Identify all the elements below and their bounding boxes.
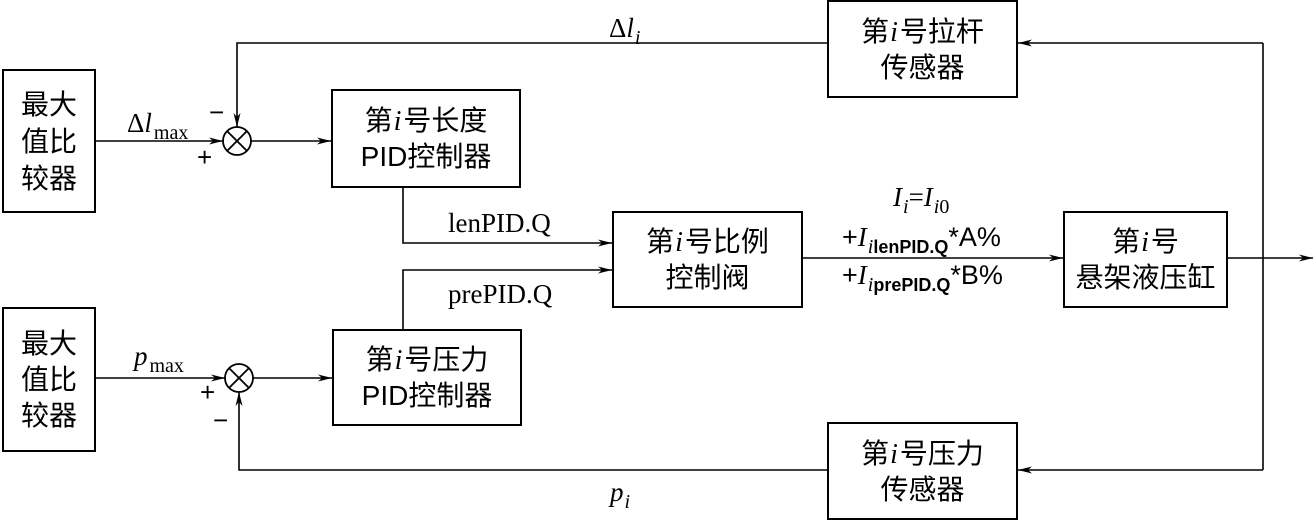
current-variable: I [893,182,902,212]
block-label-suffix: 号压力 [899,437,984,469]
block-label-line: 值比 [20,125,77,157]
block-label-prefix: 第 [861,15,890,47]
block-label-line: PID控制器 [361,380,493,411]
block-label-suffix: 号长度 [403,105,488,136]
summing-junction-length [222,126,252,156]
summing-junction-pressure [224,363,254,393]
tie-rod-sensor: 第i号拉杆 传感器 [827,0,1018,98]
length-variable: l [626,13,634,43]
index-subscript: i [867,236,874,258]
index-subscript: i [634,27,641,49]
gain-term: *B% [950,260,1003,290]
index-subscript: i [933,196,940,218]
length-variable: l [144,108,152,138]
delta-symbol: Δ [127,108,145,138]
junction-cross-line [226,130,248,152]
current-variable: I [923,182,933,212]
wire-length-feedback [233,42,827,127]
block-label-line: 第i号拉杆 [861,14,984,50]
pressure-junction-minus-sign: − [213,405,229,435]
index-subscript: i [624,491,631,513]
p-i-label: pi [610,477,630,514]
plus-sign: + [842,222,858,252]
block-label-suffix: 号 [1150,226,1179,257]
block-label-suffix: 号比例 [684,226,769,257]
len-pid-subscript: lenPID.Q [873,237,949,257]
valve-current-base-label: Ii=Ii0 [893,182,949,219]
pre-pid-subscript: prePID.Q [873,275,951,295]
pre-pid-q-label: prePID.Q [448,279,553,309]
pressure-pid-controller: 第i号压力 PID控制器 [332,329,522,426]
index-subscript: i [903,196,909,218]
delta-symbol: Δ [609,13,627,43]
pressure-variable: p [134,341,148,371]
block-label-line: 最大 [20,327,77,359]
block-label-line: PID控制器 [360,141,492,172]
max-comparator-length: 最大 值比 较器 [2,69,96,213]
block-label-prefix: 第 [1112,226,1141,257]
block-label-line: 较器 [20,162,77,194]
wire-pressure-feedback [235,392,827,471]
length-junction-minus-sign: − [209,97,225,127]
plus-sign: + [842,260,858,290]
junction-cross-line [228,367,250,389]
block-label-line: 第i号压力 [861,436,984,472]
block-label-line: 控制阀 [665,262,750,293]
length-pid-controller: 第i号长度 PID控制器 [331,89,521,188]
proportional-control-valve: 第i号比例 控制阀 [612,211,803,308]
max-subscript: max [149,355,184,377]
block-label-prefix: 第 [365,344,394,375]
block-label-prefix: 第 [364,105,393,136]
index-variable: i [393,106,402,137]
block-label-line: 第i号比例 [646,224,769,260]
pressure-variable: p [610,477,624,507]
index-variable: i [394,345,403,376]
pressure-junction-plus-sign: + [200,377,216,407]
block-label-line: 第i号压力 [366,342,489,378]
index-variable: i [675,227,683,258]
valve-current-len-term-label: +IilenPID.Q*A% [842,222,1001,259]
pressure-sensor: 第i号压力 传感器 [827,422,1018,520]
index-variable: i [890,16,898,48]
wire-pre-pid-output [402,266,612,329]
wire-len-pid-output [402,188,612,247]
block-label-prefix: 第 [861,437,890,469]
block-label-line: 第i号长度 [365,103,488,139]
block-label-prefix: 第 [646,226,675,257]
index-subscript: i [867,274,874,296]
gain-term: *A% [948,222,1001,252]
max-comparator-pressure: 最大 值比 较器 [2,307,96,452]
index-variable: i [1141,227,1149,258]
suspension-hydraulic-cylinder: 第i号 悬架液压缸 [1063,211,1228,308]
block-label-line: 传感器 [880,51,965,83]
index-variable: i [890,438,898,470]
zero-subscript: 0 [939,196,950,218]
block-label-line: 值比 [20,363,77,395]
block-label-line: 悬架液压缸 [1075,262,1216,293]
block-label-line: 最大 [20,88,77,120]
current-variable: I [857,260,867,290]
block-label-suffix: 号拉杆 [899,15,984,47]
equals-sign: = [908,182,924,212]
block-label-line: 第i号 [1112,224,1179,260]
block-label-line: 传感器 [880,473,965,505]
valve-current-pre-term-label: +IiprePID.Q*B% [842,260,1003,297]
length-junction-plus-sign: + [197,142,213,172]
len-pid-q-label: lenPID.Q [448,208,551,238]
delta-l-i-label: Δli [609,13,640,50]
block-label-line: 较器 [20,399,77,431]
block-label-suffix: 号压力 [404,344,489,375]
current-variable: I [857,222,867,252]
max-subscript: max [153,122,189,144]
